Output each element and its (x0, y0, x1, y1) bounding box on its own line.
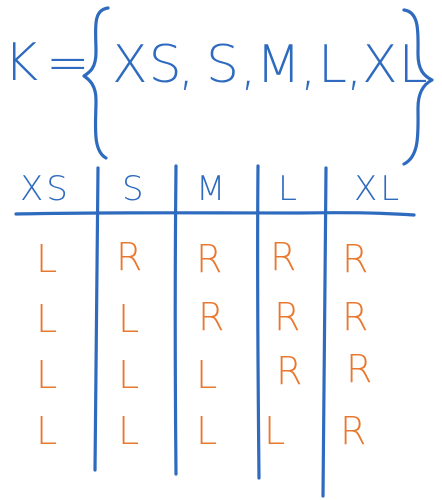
table-cell: L (118, 353, 139, 397)
set-member-l: L (318, 35, 348, 95)
table-cell: R (116, 235, 142, 279)
table-header-row: XS S M L XL (20, 169, 402, 209)
table-grid (14, 164, 416, 498)
table-cell: R (198, 295, 224, 339)
table-cell: R (346, 347, 372, 391)
set-separator-2: , (240, 37, 258, 97)
column-divider-1 (93, 166, 100, 472)
table-cell: R (196, 237, 222, 281)
set-member-xs: XS (112, 35, 183, 95)
column-header-xl: XL (354, 169, 402, 209)
table-cell: L (118, 409, 139, 453)
set-definition: K = XS , S , M , L , XL (4, 6, 434, 166)
table-row: L L L R R (36, 347, 372, 397)
table-cell: L (36, 353, 57, 397)
set-lhs: K (4, 33, 39, 93)
table-cell: R (340, 409, 366, 453)
table-cell: L (36, 297, 57, 341)
close-brace (402, 8, 434, 166)
table-cell: R (274, 295, 300, 339)
column-divider-4 (321, 166, 328, 498)
column-header-xs: XS (20, 169, 71, 209)
column-divider-2 (173, 164, 178, 476)
table-cell: L (36, 237, 57, 281)
table-row: L L R R R (36, 295, 368, 341)
table-cell: L (36, 409, 57, 453)
table-cell: R (270, 235, 296, 279)
set-equals: = (46, 33, 91, 93)
column-header-s: S (122, 169, 147, 209)
set-separator-1: , (178, 37, 196, 97)
set-separator-4: , (346, 37, 364, 97)
header-rule (14, 211, 416, 217)
table-row: L R R R R (36, 235, 368, 281)
table-cell: R (342, 237, 368, 281)
set-separator-3: , (300, 37, 318, 97)
set-member-m: M (256, 35, 302, 95)
table-cell: L (196, 409, 217, 453)
column-header-m: M (196, 169, 228, 209)
table-cell: R (276, 349, 302, 393)
table-row: L L L L R (36, 409, 366, 453)
table-cell: L (118, 297, 139, 341)
open-brace (82, 6, 110, 160)
column-divider-3 (255, 164, 261, 480)
table-cell: R (342, 295, 368, 339)
column-header-l: L (278, 169, 300, 209)
table-body: L R R R R L L R R R L L L R R L L L L R (36, 235, 372, 453)
table-cell: L (196, 353, 217, 397)
table-cell: L (264, 409, 285, 453)
set-member-s: S (206, 35, 240, 95)
